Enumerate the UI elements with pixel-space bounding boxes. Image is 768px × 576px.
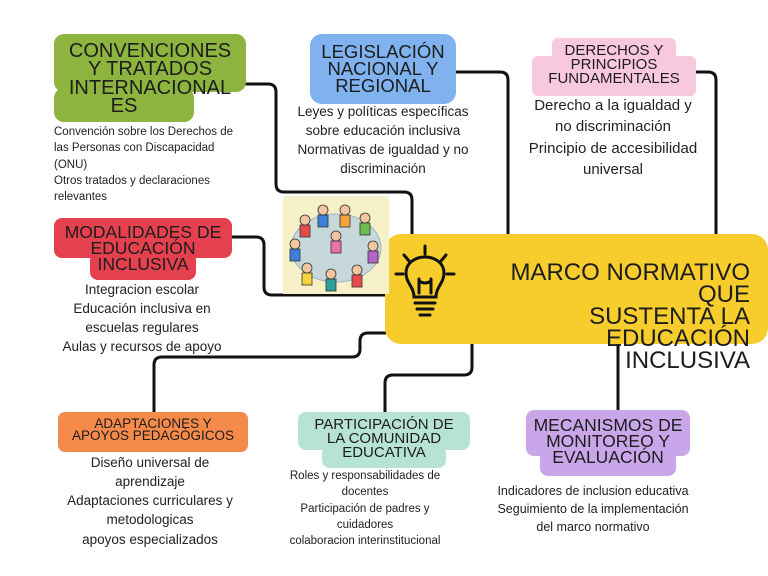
node-modalidades-title: MODALIDADES DE EDUCACIÓN INCLUSIVA xyxy=(54,222,232,275)
legislacion-title-line-2: NACIONAL Y xyxy=(327,58,439,80)
derechos-item-3: Principio de accesibilidad xyxy=(528,139,698,157)
modalidades-items: Integracion escolar Educación inclusiva … xyxy=(40,280,244,357)
mecanismos-title-line-1: MECANISMOS DE xyxy=(533,415,683,435)
derechos-items: Derecho a la igualdad y no discriminació… xyxy=(500,95,726,180)
participacion-item-3: Participación de padres y xyxy=(300,502,430,515)
participacion-title-line-1: PARTICIPACIÓN DE xyxy=(314,416,454,433)
participacion-title-line-3: EDUCATIVA xyxy=(342,443,426,461)
participacion-item-4: cuidadores xyxy=(336,518,394,531)
legislacion-item-4: discriminación xyxy=(340,161,426,177)
node-modalidades-shape xyxy=(54,218,232,280)
node-derechos-title: DERECHOS Y PRINCIPIOS FUNDAMENTALES xyxy=(532,42,696,87)
adaptaciones-title-line-1: ADAPTACIONES Y xyxy=(94,416,212,431)
mecanismos-item-3: del marco normativo xyxy=(536,519,650,534)
adaptaciones-item-3: Adaptaciones curriculares y xyxy=(67,493,233,509)
node-adaptaciones-title: ADAPTACIONES Y APOYOS PEDAGÓGICOS xyxy=(58,416,248,444)
adaptaciones-item-4: metodologicas xyxy=(106,512,194,528)
convenciones-title-line-2: Y TRATADOS xyxy=(87,58,213,81)
participacion-title-line-2: LA COMUNIDAD xyxy=(326,429,442,447)
derechos-title-line-2: PRINCIPIOS xyxy=(570,55,658,73)
modalidades-title-line-1: MODALIDADES DE xyxy=(64,222,222,242)
node-participacion-shape xyxy=(298,412,470,468)
derechos-item-2: no discriminación xyxy=(555,118,671,136)
central-title-line-2: SUSTENTA LA EDUCACIÓN xyxy=(589,303,750,353)
convenciones-item-2: las Personas con Discapacidad xyxy=(54,142,215,155)
adaptaciones-item-1: Diseño universal de xyxy=(90,455,210,470)
convenciones-title-line-4: ES xyxy=(110,95,138,118)
modalidades-item-1: Integracion escolar xyxy=(84,282,200,297)
connector-derechos xyxy=(693,70,718,236)
central-title-line-3: INCLUSIVA xyxy=(625,347,750,375)
mecanismos-item-1: Indicadores de inclusion educativa xyxy=(497,484,689,498)
modalidades-title-line-3: INCLUSIVA xyxy=(97,254,189,275)
convenciones-item-3: (ONU) xyxy=(54,158,88,171)
mecanismos-title-line-2: MONITOREO Y xyxy=(546,431,670,452)
lightbulb-icon xyxy=(394,244,456,317)
adaptaciones-title-line-2: APOYOS PEDAGÓGICOS xyxy=(71,428,235,444)
adaptaciones-items: Diseño universal de aprendizaje Adaptaci… xyxy=(48,453,252,549)
node-legislacion-title: LEGISLACIÓN NACIONAL Y REGIONAL xyxy=(310,41,456,97)
central-title-line-1: MARCO NORMATIVO QUE xyxy=(510,259,750,309)
adaptaciones-item-5: apoyos especializados xyxy=(82,531,218,547)
connector-convenciones xyxy=(244,82,414,236)
mecanismos-items: Indicadores de inclusion educativa Segui… xyxy=(478,483,708,536)
children-circle-illustration xyxy=(283,196,389,294)
derechos-item-1: Derecho a la igualdad y xyxy=(534,97,692,114)
node-derechos-shape xyxy=(532,38,696,96)
convenciones-title-line-3: INTERNACIONAL xyxy=(68,76,232,99)
legislacion-title-line-3: REGIONAL xyxy=(335,75,431,97)
connector-participacion xyxy=(383,342,474,414)
derechos-item-4: universal xyxy=(582,160,644,178)
node-convenciones-title: CONVENCIONES Y TRATADOS INTERNACIONAL ES xyxy=(54,40,246,118)
participacion-item-2: docentes xyxy=(341,486,389,499)
participacion-item-5: colaboracion interinstitucional xyxy=(289,535,441,548)
legislacion-title-line-1: LEGISLACIÓN xyxy=(321,41,445,62)
convenciones-item-5: relevantes xyxy=(54,191,108,204)
node-legislacion-shape xyxy=(310,34,456,104)
node-mecanismos-shape xyxy=(526,410,690,476)
connector-modalidades xyxy=(230,235,387,297)
modalidades-item-3: escuelas regulares xyxy=(85,320,199,336)
derechos-title-line-3: FUNDAMENTALES xyxy=(548,69,680,87)
convenciones-item-1: Convención sobre los Derechos de xyxy=(54,126,233,138)
central-title: MARCO NORMATIVO QUE SUSTENTA LA EDUCACIÓ… xyxy=(458,259,750,375)
node-convenciones-shape xyxy=(54,34,246,122)
mecanismos-item-2: Seguimiento de la implementación xyxy=(497,501,689,516)
modalidades-title-line-2: EDUCACIÓN xyxy=(90,238,196,259)
node-mecanismos-title: MECANISMOS DE MONITOREO Y EVALUACIÓN xyxy=(526,415,690,468)
connector-adaptaciones xyxy=(152,331,387,414)
modalidades-item-2: Educación inclusiva en xyxy=(73,301,211,317)
participacion-item-1: Roles y responsabilidades de xyxy=(289,470,441,482)
node-participacion-title: PARTICIPACIÓN DE LA COMUNIDAD EDUCATIVA xyxy=(298,416,470,461)
derechos-title-line-1: DERECHOS Y xyxy=(564,42,664,59)
convenciones-item-4: Otros tratados y declaraciones xyxy=(54,174,210,187)
adaptaciones-item-2: aprendizaje xyxy=(115,474,185,490)
convenciones-title-line-1: CONVENCIONES xyxy=(68,40,232,62)
legislacion-items: Leyes y políticas específicas sobre educ… xyxy=(268,102,498,179)
convenciones-items: Convención sobre los Derechos de las Per… xyxy=(54,124,264,206)
legislacion-item-1: Leyes y políticas específicas xyxy=(297,104,469,119)
legislacion-item-2: sobre educación inclusiva xyxy=(305,123,461,139)
legislacion-item-3: Normativas de igualdad y no xyxy=(297,142,469,158)
mecanismos-title-line-3: EVALUACIÓN xyxy=(552,447,664,468)
modalidades-item-4: Aulas y recursos de apoyo xyxy=(62,339,222,355)
participacion-items: Roles y responsabilidades de docentes Pa… xyxy=(262,468,468,550)
connector-legislacion xyxy=(450,70,510,236)
node-adaptaciones-shape xyxy=(58,412,248,452)
central-topic xyxy=(385,234,768,344)
